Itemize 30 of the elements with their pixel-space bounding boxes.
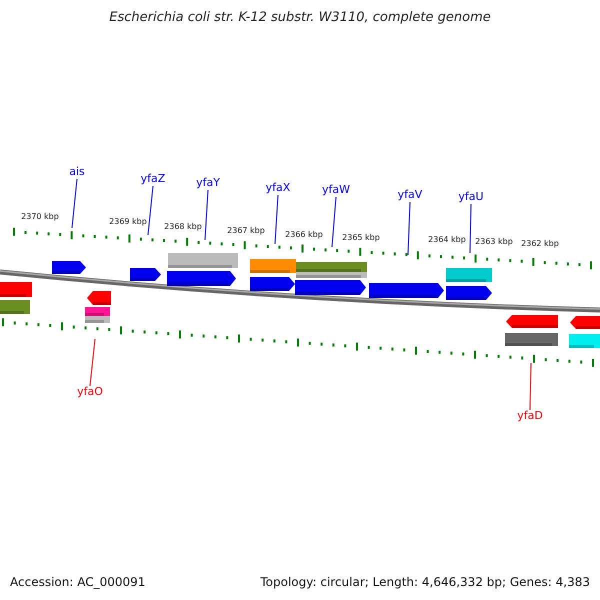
leader-line — [408, 202, 410, 256]
scale-label: 2365 kbp — [342, 233, 380, 242]
scale-label: 2367 kbp — [227, 226, 265, 235]
scale-label: 2369 kbp — [109, 217, 147, 226]
gene-label: yfaO — [77, 386, 103, 398]
gene-label: yfaX — [266, 182, 290, 194]
gene-label: yfaU — [458, 191, 484, 203]
scale-label: 2366 kbp — [285, 230, 323, 239]
gene-label: ais — [69, 166, 85, 178]
scale-label: 2368 kbp — [164, 222, 202, 231]
gene-label: yfaZ — [140, 173, 166, 185]
leader-line — [204, 190, 208, 240]
gene-label: yfaV — [398, 189, 422, 201]
gene-label: yfaW — [322, 184, 350, 196]
leader-line — [530, 362, 532, 410]
scale-label: 2363 kbp — [475, 237, 513, 246]
scale-label: 2370 kbp — [21, 212, 59, 221]
scale-label: 2364 kbp — [428, 235, 466, 244]
leader-line — [470, 204, 472, 254]
leader-line — [72, 178, 78, 228]
leader-line — [332, 196, 336, 248]
title: Escherichia coli str. K-12 substr. W3110, complete genome — [108, 10, 492, 25]
accession-text: Accession: AC_000091 — [10, 575, 146, 589]
leader-line — [274, 194, 278, 244]
gene-label: yfaY — [196, 177, 220, 189]
gene-label: yfaD — [517, 410, 543, 422]
leader-line — [90, 338, 96, 386]
scale-label: 2362 kbp — [521, 239, 559, 248]
leader-line — [148, 186, 154, 236]
genome-summary-text: Topology: circular; Length: 4,646,332 bp; Genes: 4,383 — [260, 575, 590, 589]
